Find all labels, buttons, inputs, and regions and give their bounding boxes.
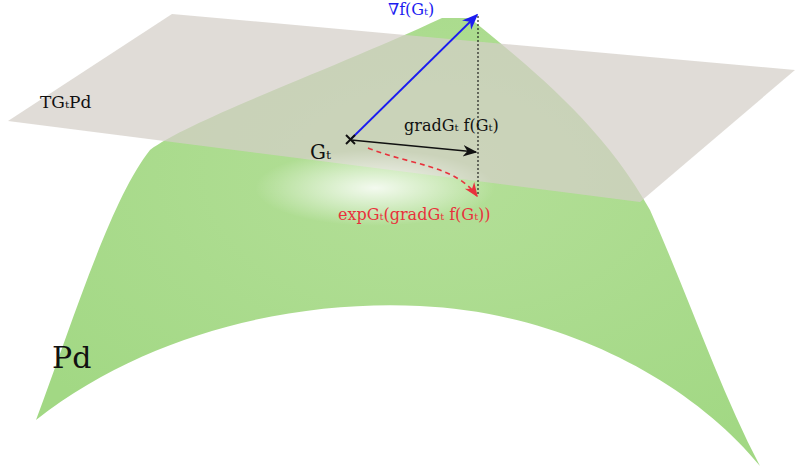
tangent-space-label: TGₜPd xyxy=(40,92,91,112)
riemannian-gradient-arrow xyxy=(351,140,476,152)
surface-glow xyxy=(255,150,495,226)
manifold-label: Pd xyxy=(52,340,91,375)
euclidean-gradient-label: ∇f(Gₜ) xyxy=(388,0,434,19)
exponential-map-label: expGₜ(gradGₜ f(Gₜ)) xyxy=(338,205,491,224)
point-label: Gₜ xyxy=(310,140,331,164)
exponential-map-curve xyxy=(368,148,477,196)
riemannian-gradient-label: gradGₜ f(Gₜ) xyxy=(404,116,499,135)
point-marker xyxy=(346,135,355,144)
projection-line xyxy=(477,16,478,196)
